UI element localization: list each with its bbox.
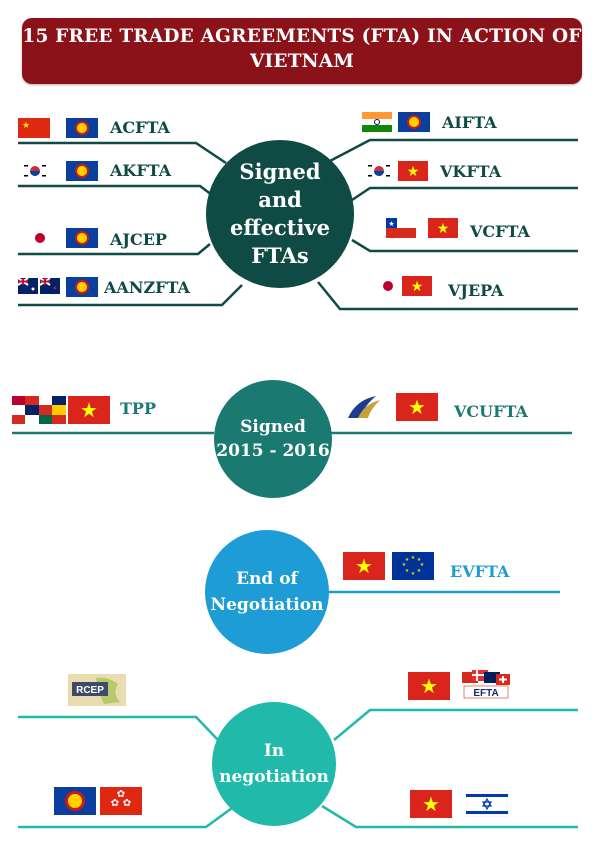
line-hongkong bbox=[18, 806, 233, 829]
hub-end-of-negotiation: End of Negotiation bbox=[205, 530, 329, 654]
vietnam-flag-icon: ★ bbox=[68, 396, 110, 424]
line-vkfta bbox=[351, 186, 578, 202]
rcep-logo-text: RCEP bbox=[76, 685, 104, 696]
svg-text:✿: ✿ bbox=[123, 798, 131, 809]
australia-flag-icon bbox=[18, 278, 38, 294]
page-title: 15 FREE TRADE AGREEMENTS (FTA) IN ACTION… bbox=[22, 26, 582, 72]
line-aifta bbox=[327, 138, 578, 164]
efta-logo-icon: EFTA bbox=[460, 668, 512, 702]
aanzfta-label: AANZFTA bbox=[104, 278, 190, 297]
eu-flag-icon: ★★★ ★★★ ★★ bbox=[392, 552, 434, 580]
svg-text:★: ★ bbox=[417, 568, 422, 574]
svg-text:★: ★ bbox=[417, 557, 422, 563]
line-acfta bbox=[18, 141, 227, 165]
line-vcfta bbox=[351, 238, 578, 253]
line-efta bbox=[333, 708, 578, 741]
aifta-label: AIFTA bbox=[442, 113, 497, 132]
hub-in-negotiation: In negotiation bbox=[212, 702, 336, 826]
vkfta-label: VKFTA bbox=[440, 162, 502, 181]
line-akfta bbox=[18, 184, 213, 196]
title-banner: 15 FREE TRADE AGREEMENTS (FTA) IN ACTION… bbox=[22, 18, 582, 84]
vcufta-label: VCUFTA bbox=[454, 402, 528, 421]
svg-text:★: ★ bbox=[420, 562, 425, 568]
japan-flag-icon bbox=[376, 278, 400, 294]
line-vjepa bbox=[317, 281, 578, 311]
asean-flag-icon bbox=[398, 112, 430, 132]
vietnam-flag-icon: ★ bbox=[410, 790, 452, 818]
eurasian-union-emblem-icon bbox=[346, 394, 382, 420]
svg-text:★: ★ bbox=[411, 279, 424, 295]
korea-flag-icon bbox=[22, 162, 48, 180]
line-israel bbox=[321, 804, 578, 829]
vietnam-flag-icon: ★ bbox=[408, 672, 450, 700]
vietnam-flag-icon: ★ bbox=[398, 161, 428, 181]
svg-text:★: ★ bbox=[405, 568, 410, 574]
asean-flag-icon bbox=[66, 118, 98, 138]
hub-signed-2015-2016: Signed 2015 - 2016 bbox=[214, 380, 332, 498]
rcep-logo-icon: RCEP bbox=[68, 674, 126, 706]
svg-text:★: ★ bbox=[402, 562, 407, 568]
svg-text:★: ★ bbox=[437, 221, 450, 237]
vcfta-label: VCFTA bbox=[470, 222, 530, 241]
asean-flag-icon bbox=[66, 161, 98, 181]
israel-flag-icon bbox=[466, 791, 508, 817]
line-rcep bbox=[18, 715, 219, 741]
evfta-label: EVFTA bbox=[450, 562, 510, 581]
svg-text:★: ★ bbox=[405, 557, 410, 563]
line-ajcep bbox=[18, 243, 211, 256]
asean-flag-icon bbox=[66, 277, 98, 297]
acfta-label: ACFTA bbox=[110, 118, 170, 137]
vietnam-flag-icon: ★ bbox=[402, 276, 432, 296]
svg-text:★: ★ bbox=[22, 121, 30, 131]
asean-flag-icon bbox=[66, 228, 98, 248]
svg-text:★: ★ bbox=[411, 555, 416, 561]
japan-flag-icon bbox=[28, 230, 52, 246]
svg-text:★: ★ bbox=[420, 674, 438, 698]
svg-text:★: ★ bbox=[408, 395, 426, 419]
line-aanzfta bbox=[18, 284, 243, 307]
vietnam-flag-icon: ★ bbox=[428, 218, 458, 238]
akfta-label: AKFTA bbox=[110, 161, 172, 180]
korea-flag-icon bbox=[366, 162, 392, 180]
tpp-member-flags-icon bbox=[12, 396, 66, 424]
new-zealand-flag-icon bbox=[40, 278, 60, 294]
svg-text:★: ★ bbox=[407, 164, 420, 180]
svg-text:★: ★ bbox=[80, 398, 98, 422]
hong-kong-flag-icon: ✿✿✿ bbox=[100, 787, 142, 815]
svg-text:★: ★ bbox=[422, 792, 440, 816]
svg-text:★: ★ bbox=[388, 220, 394, 228]
svg-text:★: ★ bbox=[355, 554, 373, 578]
svg-text:★: ★ bbox=[411, 571, 416, 577]
asean-flag-icon bbox=[54, 787, 96, 815]
svg-text:✿: ✿ bbox=[111, 798, 119, 809]
hub-signed-effective-ftas: Signed and effective FTAs bbox=[206, 140, 354, 288]
vietnam-flag-icon: ★ bbox=[396, 393, 438, 421]
chile-flag-icon: ★ bbox=[386, 218, 416, 238]
india-flag-icon bbox=[362, 112, 392, 132]
vietnam-flag-icon: ★ bbox=[343, 552, 385, 580]
vjepa-label: VJEPA bbox=[448, 281, 504, 300]
china-flag-icon: ★ bbox=[18, 118, 50, 138]
svg-text:✿: ✿ bbox=[117, 789, 125, 800]
ajcep-label: AJCEP bbox=[110, 230, 167, 249]
tpp-label: TPP bbox=[120, 399, 156, 418]
efta-logo-text: EFTA bbox=[473, 688, 498, 699]
